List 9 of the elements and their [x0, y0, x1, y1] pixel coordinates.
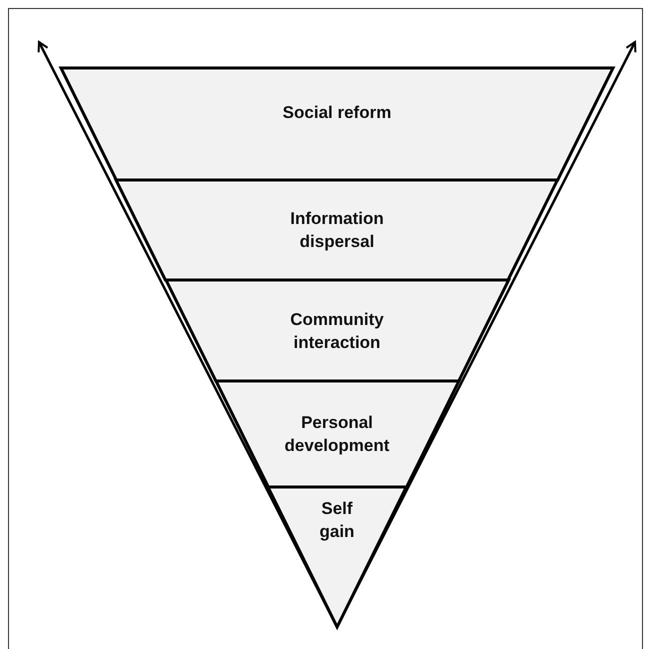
- level-label: Information dispersal: [289, 208, 385, 253]
- level-label: Community interaction: [289, 308, 385, 354]
- level-label: Personal development: [284, 412, 390, 457]
- pyramid-level: [116, 180, 558, 280]
- pyramid-level: [216, 381, 458, 487]
- pyramid-level: [61, 68, 613, 180]
- level-label: Social reform: [282, 102, 392, 124]
- level-label: Self gain: [318, 498, 356, 543]
- pyramid-level: [166, 280, 508, 381]
